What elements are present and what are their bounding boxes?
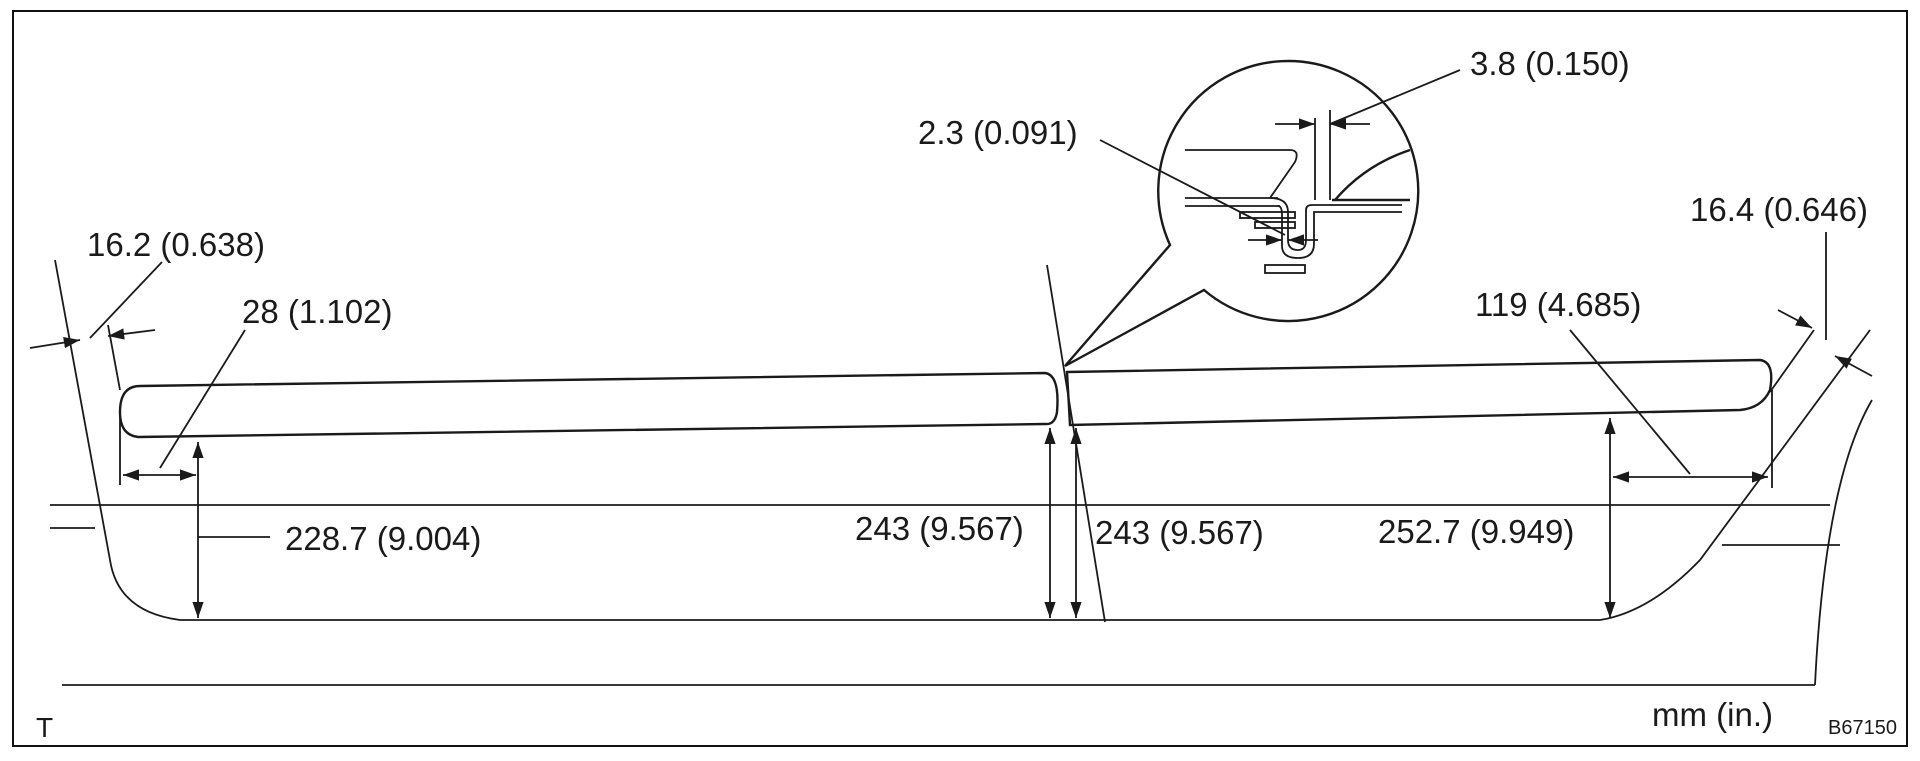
right-molding <box>1065 358 1773 427</box>
front-body-outline <box>54 259 1871 621</box>
detail-clip-inner <box>1277 205 1402 259</box>
ext-16-2-right <box>107 324 121 391</box>
detail-upper-panel <box>1185 149 1298 199</box>
detail-callout-bubble <box>1064 59 1420 368</box>
units-label: mm (in.) <box>1652 696 1773 733</box>
detail-bracket <box>1239 211 1296 219</box>
dim-label-228-7: 228.7 (9.004) <box>285 520 482 557</box>
dim-label-28: 28 (1.102) <box>242 293 393 330</box>
figure-code: B67150 <box>1828 717 1897 739</box>
detail-bracket-3 <box>1264 264 1306 274</box>
dim-label-119: 119 (4.685) <box>1475 286 1642 323</box>
dim-16-4-arrow-l <box>1777 309 1813 329</box>
leader-2-3 <box>1099 139 1286 236</box>
dim-16-2-arrow-r <box>107 328 156 340</box>
leader-119 <box>1569 329 1691 475</box>
dim-label-243-left: 243 (9.567) <box>855 510 1024 547</box>
left-molding <box>118 371 1059 439</box>
corner-mark: T <box>36 712 54 743</box>
dim-label-16-2: 16.2 (0.638) <box>87 226 265 263</box>
dim-16-4-arrow-r <box>1834 355 1873 377</box>
dim-16-2-arrow-l <box>29 336 81 349</box>
leader-3-8 <box>1329 69 1461 125</box>
dim-label-252-7: 252.7 (9.949) <box>1378 513 1575 550</box>
drawing-frame <box>12 10 1908 747</box>
dim-label-3-8: 3.8 (0.150) <box>1470 45 1630 82</box>
dim-label-16-4: 16.4 (0.646) <box>1690 191 1868 228</box>
rear-body-outline <box>1814 399 1873 686</box>
dim-label-243-right: 243 (9.567) <box>1095 514 1264 551</box>
leader-28 <box>159 329 246 469</box>
leader-16-2 <box>89 261 163 339</box>
dim-label-2-3: 2.3 (0.091) <box>918 114 1078 151</box>
detail-clip <box>1269 197 1402 251</box>
ext-16-4-left <box>1769 329 1815 393</box>
detail-molding-edge <box>1334 148 1411 201</box>
detail-bracket-2 <box>1254 221 1296 229</box>
